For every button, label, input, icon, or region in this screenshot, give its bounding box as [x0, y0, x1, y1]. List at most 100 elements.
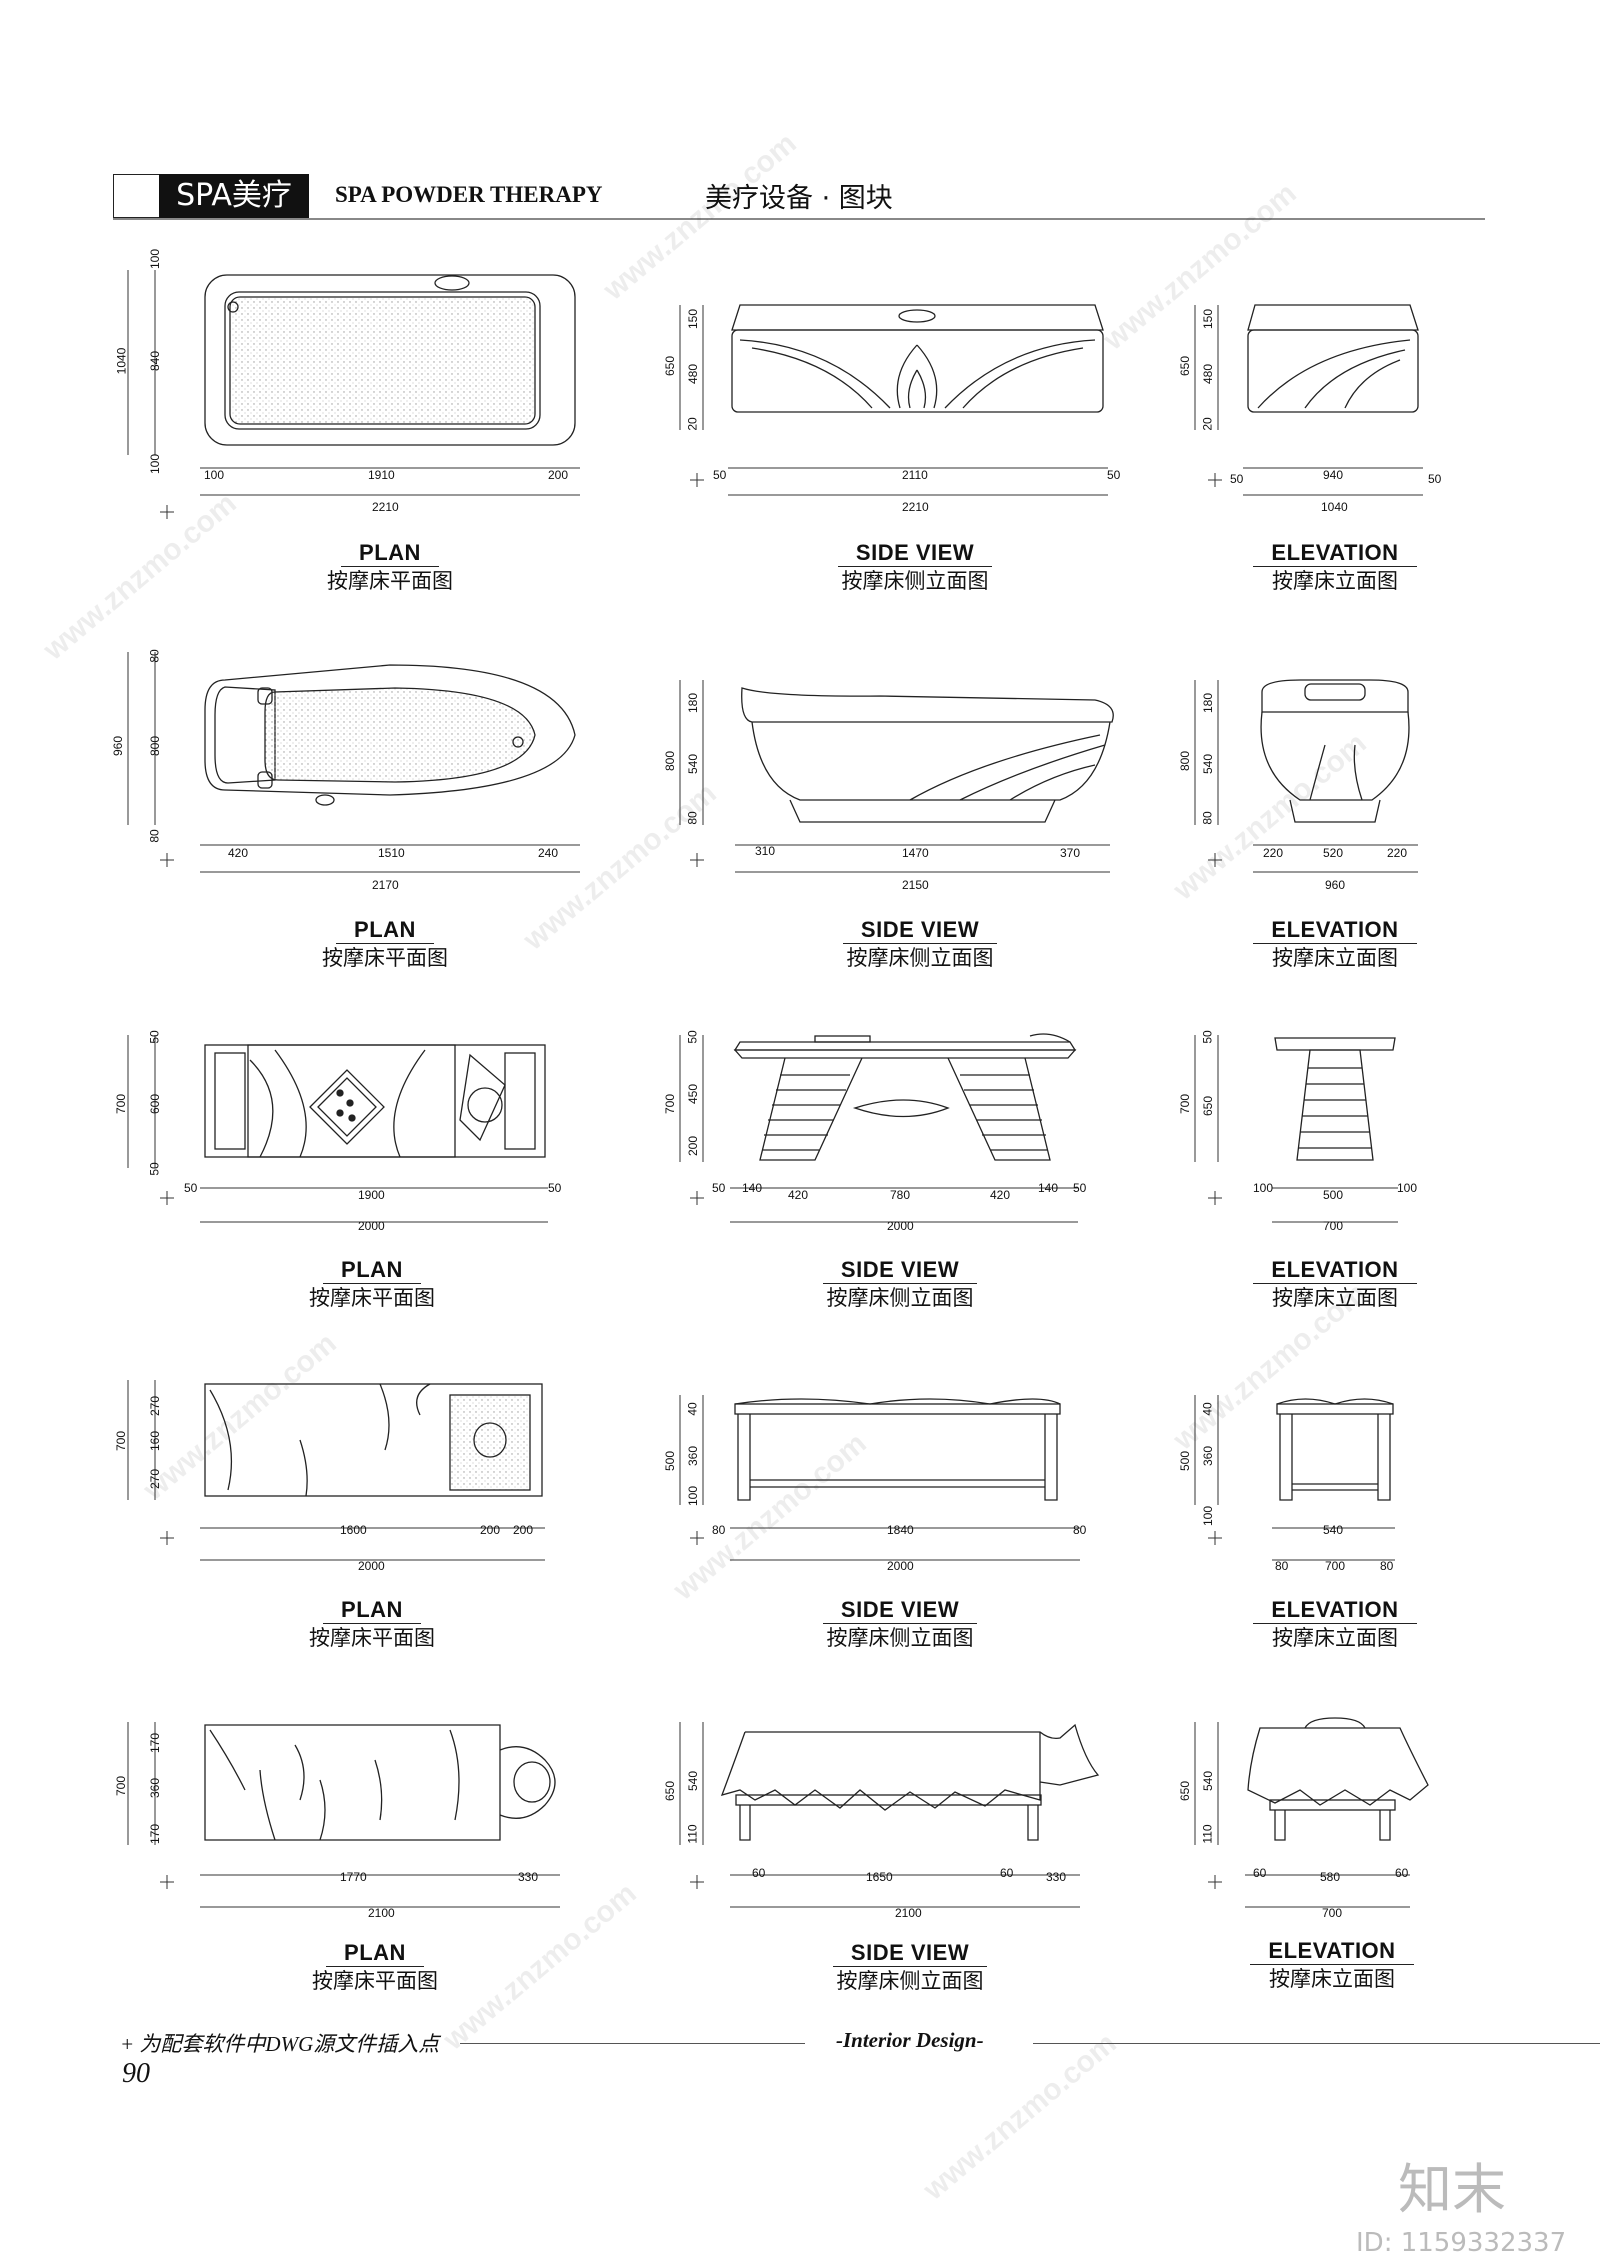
dim-text: 480 — [1201, 363, 1216, 385]
dim-text: 40 — [1200, 1402, 1215, 1416]
row4-plan-drawing — [204, 1383, 543, 1497]
dim-text: 50 — [147, 1030, 162, 1044]
dim-text: 50 — [1200, 1030, 1215, 1044]
dim-text: 80 — [147, 649, 162, 663]
view-label-side: SIDE VIEW 按摩床侧立面图 — [805, 540, 1025, 595]
dim-text: 700 — [1322, 1906, 1343, 1920]
dim-text: 2000 — [358, 1219, 385, 1233]
dim-text: 800 — [663, 750, 678, 772]
row3-elevation-plan-icons — [336, 1089, 356, 1122]
dim-text: 80 — [147, 829, 162, 843]
dimension-lines — [127, 270, 1423, 1908]
dim-text: 200 — [548, 468, 569, 482]
dim-text: 200 — [686, 1135, 701, 1157]
dim-text: 700 — [1178, 1093, 1193, 1115]
view-label-side: SIDE VIEW 按摩床侧立面图 — [810, 917, 1030, 972]
page-header: SPA美疗 SPA POWDER THERAPY 美疗设备 · 图块 — [113, 170, 1485, 220]
dim-text: 1900 — [358, 1188, 385, 1202]
insertion-point-note: + 为配套软件中DWG源文件插入点 — [120, 2032, 440, 2056]
dim-text: 80 — [685, 811, 700, 825]
dim-text: 2000 — [887, 1559, 914, 1573]
dim-text: 140 — [742, 1181, 763, 1195]
dim-text: 540 — [686, 753, 701, 775]
row4-side-drawing — [734, 1398, 1061, 1501]
dim-text: 780 — [890, 1188, 911, 1202]
dim-text: 80 — [1275, 1559, 1289, 1573]
dim-text: 60 — [1395, 1866, 1409, 1880]
dim-text: 60 — [1000, 1866, 1014, 1880]
dim-text: 180 — [686, 692, 701, 714]
view-label-elevation: ELEVATION 按摩床立面图 — [1225, 1597, 1445, 1652]
dim-text: 20 — [685, 417, 700, 431]
dim-text: 370 — [1060, 846, 1081, 860]
footer-rule — [460, 2043, 805, 2044]
dim-text: 1470 — [902, 846, 929, 860]
dim-text: 480 — [686, 363, 701, 385]
dim-text: 80 — [712, 1523, 726, 1537]
row2-plan-drawing — [204, 664, 576, 806]
dim-text: 960 — [1325, 878, 1346, 892]
dim-text: 100 — [1253, 1181, 1274, 1195]
dim-text: 270 — [148, 1395, 163, 1417]
dim-text: 170 — [148, 1732, 163, 1754]
dim-text: 100 — [148, 248, 163, 270]
dim-text: 700 — [663, 1093, 678, 1115]
row4-elevation-drawing — [1276, 1398, 1394, 1501]
dim-text: 80 — [1380, 1559, 1394, 1573]
dim-text: 360 — [148, 1777, 163, 1799]
row5-plan-drawing — [204, 1724, 556, 1841]
dim-text: 110 — [685, 1824, 700, 1844]
dim-text: 420 — [990, 1188, 1011, 1202]
dim-text: 800 — [148, 735, 163, 757]
dim-text: 650 — [1178, 355, 1193, 377]
dim-text: 420 — [788, 1188, 809, 1202]
dim-text: 100 — [148, 453, 163, 475]
dim-text: 2100 — [368, 1906, 395, 1920]
dim-text: 140 — [1038, 1181, 1059, 1195]
dim-text: 600 — [148, 1093, 163, 1115]
dim-text: 2000 — [358, 1559, 385, 1573]
dim-text: 20 — [1200, 417, 1215, 431]
dim-text: 50 — [1107, 468, 1121, 482]
view-label-plan: PLAN 按摩床平面图 — [312, 1940, 438, 1993]
dim-text: 310 — [755, 844, 776, 858]
dim-text: 200 — [480, 1523, 501, 1537]
dim-text: 50 — [1073, 1181, 1087, 1195]
footer-center-text: -Interior Design- — [836, 2028, 984, 2052]
view-label-elevation: ELEVATION 按摩床立面图 — [1225, 1257, 1445, 1312]
dim-text: 1840 — [887, 1523, 914, 1537]
dim-text: 50 — [1428, 472, 1442, 486]
dim-text: 220 — [1387, 846, 1408, 860]
row3-side-drawing — [733, 1033, 1077, 1161]
dim-text: 1040 — [1321, 500, 1348, 514]
dim-text: 100 — [1201, 1505, 1216, 1527]
dim-text: 50 — [184, 1181, 198, 1195]
dim-text: 2110 — [902, 468, 928, 482]
dim-text: 1510 — [378, 846, 405, 860]
image-id: ID: 1159332337 — [1356, 2228, 1567, 2258]
page-footer: + 为配套软件中DWG源文件插入点 -Interior Design- — [120, 2028, 1600, 2058]
dim-text: 220 — [1263, 846, 1284, 860]
dim-text: 50 — [1230, 472, 1244, 486]
view-label-plan: PLAN 按摩床平面图 — [309, 1597, 435, 1650]
row1-elevation-drawing — [1247, 304, 1419, 413]
row1-side-drawing — [731, 304, 1104, 413]
dim-text: 940 — [1323, 468, 1344, 482]
dim-text: 150 — [1201, 308, 1216, 330]
view-label-elevation: ELEVATION 按摩床立面图 — [1225, 540, 1445, 595]
dim-text: 80 — [1200, 811, 1215, 825]
dim-text: 50 — [685, 1030, 700, 1044]
dim-text: 150 — [686, 308, 701, 330]
dim-text: 500 — [1178, 1450, 1193, 1472]
dim-text: 2100 — [895, 1906, 922, 1920]
brand-logo: 知末 — [1398, 2158, 1506, 2221]
header-title-en: SPA POWDER THERAPY — [335, 182, 603, 207]
dim-text: 420 — [228, 846, 249, 860]
dim-text: 50 — [147, 1162, 162, 1176]
dim-text: 50 — [712, 1181, 726, 1195]
dim-text: 700 — [114, 1775, 129, 1797]
row2-elevation-drawing — [1260, 679, 1410, 823]
view-label-plan: PLAN 按摩床平面图 — [327, 540, 453, 593]
dim-text: 1770 — [340, 1870, 367, 1884]
dim-text: 580 — [1320, 1870, 1341, 1884]
